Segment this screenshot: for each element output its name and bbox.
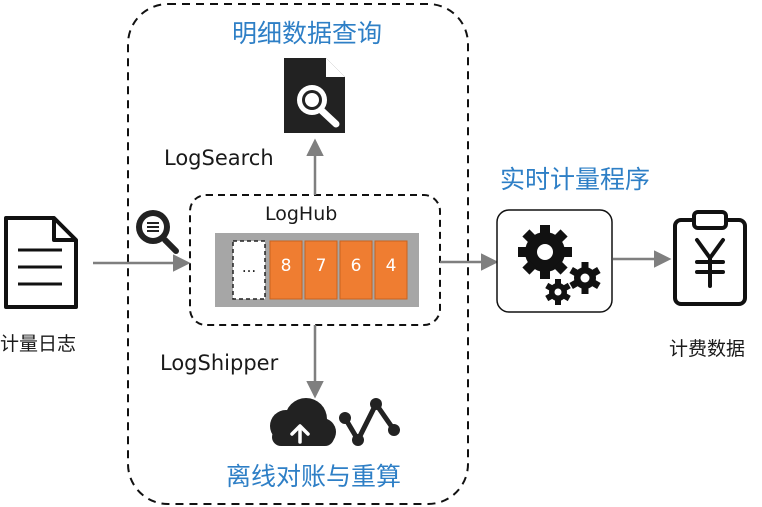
loghub-label: LogHub — [265, 203, 338, 225]
offline-reconcile-title: 离线对账与重算 — [226, 462, 402, 491]
shard-label-7: 7 — [315, 256, 327, 276]
billing-clipboard-icon — [673, 210, 747, 306]
detail-query-title: 明细数据查询 — [232, 19, 383, 48]
meter-log-label: 计量日志 — [0, 333, 77, 355]
loghub-shard-6 — [339, 240, 373, 300]
loghub-shard-4 — [374, 240, 408, 300]
shard-label-4: 4 — [385, 256, 397, 276]
loghub-shard-ellipsis — [232, 240, 266, 300]
analytics-icon — [339, 398, 400, 446]
loghub-shard-7 — [304, 240, 338, 300]
billing-data-label: 计费数据 — [669, 338, 746, 360]
logshipper-label: LogShipper — [160, 351, 279, 375]
loghub-shard-8 — [269, 240, 303, 300]
search-list-icon — [136, 210, 179, 254]
file-search-icon — [284, 58, 345, 133]
log-document-icon — [4, 216, 78, 309]
outer-dashed-region — [127, 3, 469, 505]
shard-label-ellipsis: ... — [241, 258, 257, 276]
cloud-upload-icon — [270, 398, 336, 446]
shard-label-8: 8 — [280, 256, 292, 276]
shard-label-6: 6 — [350, 256, 362, 276]
logsearch-label: LogSearch — [164, 146, 274, 170]
realtime-program-label: 实时计量程序 — [500, 165, 651, 194]
